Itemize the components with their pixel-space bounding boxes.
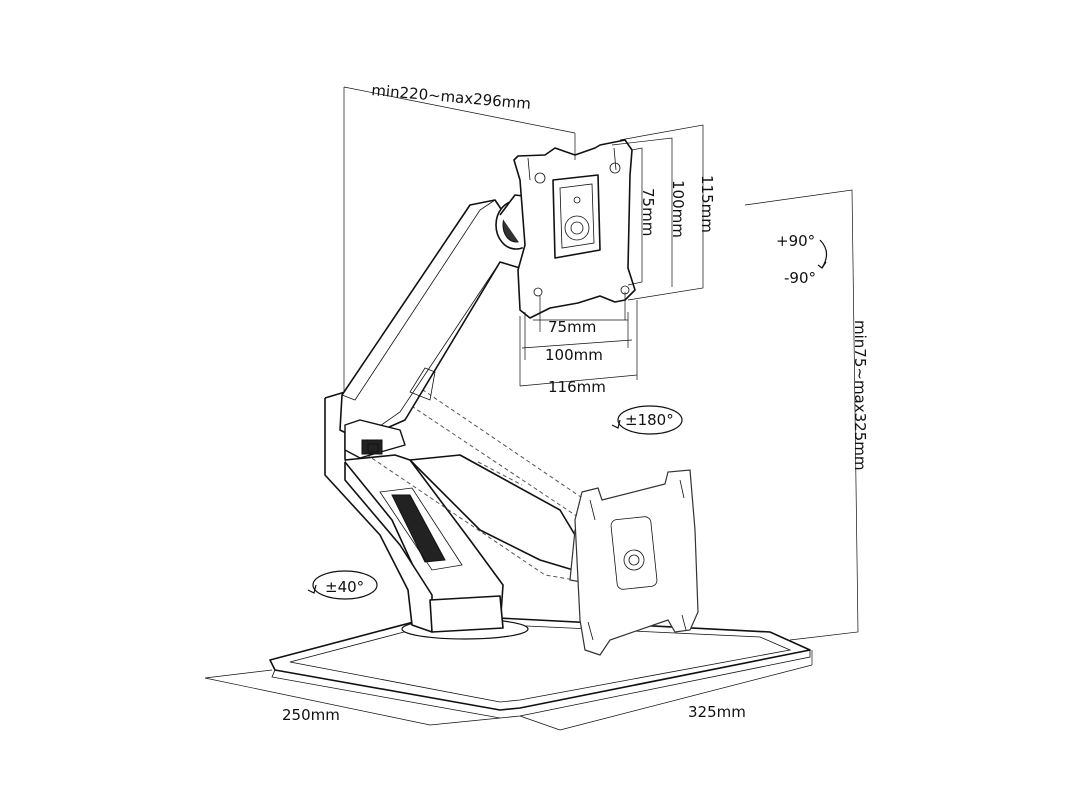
rotation-arrow-icon-tilt <box>817 239 828 269</box>
tilt-up-label: +90° <box>776 232 815 250</box>
vesa-115-label: 115mm <box>698 175 716 233</box>
vesa-75-width-label: 75mm <box>548 318 596 336</box>
vesa-116-width-label: 116mm <box>548 378 606 396</box>
rotation-arrow-icon-plate <box>611 405 683 435</box>
base-width-label: 325mm <box>688 703 746 721</box>
arm-lowered-ghost <box>344 387 699 656</box>
tilt-down-label: -90° <box>784 269 816 287</box>
base-depth-label: 250mm <box>282 706 340 724</box>
base-rotation-label: ±40° <box>325 578 364 596</box>
dimension-lines <box>204 86 859 731</box>
vesa-plate-ghost <box>574 469 699 656</box>
vesa-100-height-label: 100mm <box>669 180 687 238</box>
rotation-arrow-icon-base <box>307 570 378 600</box>
vesa-75-height-label: 75mm <box>639 188 657 236</box>
stand-column <box>324 391 591 633</box>
vesa-100-width-label: 100mm <box>545 346 603 364</box>
height-range-label: min75~max325mm <box>851 320 869 470</box>
plate-rotation-label: ±180° <box>625 411 674 429</box>
vesa-plate <box>513 139 636 319</box>
arm-raised <box>339 194 546 459</box>
